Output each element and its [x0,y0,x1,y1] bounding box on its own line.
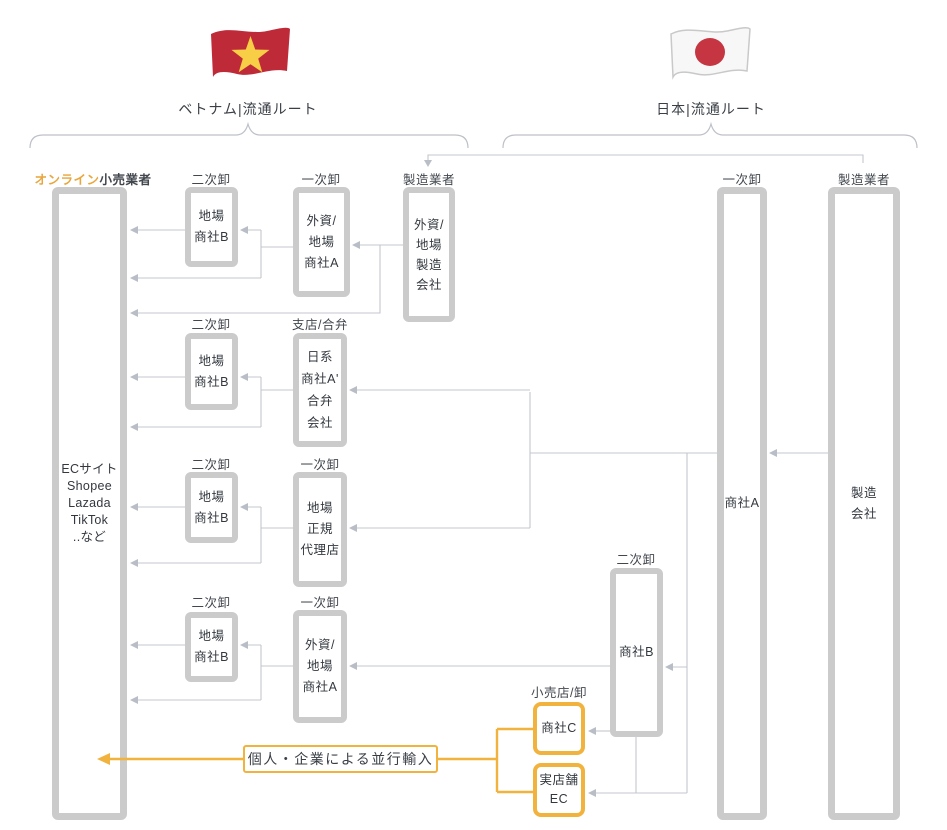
box-vn-foreign-local-manufacturer: 外資/ 地場 製造 会社 [403,187,455,322]
header-vn-g1-secondary: 二次卸 [191,173,231,187]
japan-route-title: 日本|流通ルート [656,101,766,117]
vietnam-flag-icon [211,27,290,77]
box-jp-store-ec: 実店舗 EC [533,763,585,817]
header-jp-primary: 一次卸 [722,173,762,187]
box-vn-foreign-local-shosha-a2: 外資/ 地場 商社A [293,610,347,723]
header-vn-g2-secondary: 二次卸 [191,318,231,332]
header-vn-g4-primary: 一次卸 [300,596,340,610]
header-vn-g1-primary: 一次卸 [301,173,341,187]
box-jp-shosha-c: 商社C [533,702,585,755]
header-vn-manufacturer: 製造業者 [402,173,456,187]
box-vn-local-shosha-b2: 地場 商社B [185,333,238,410]
arrow-jp-manufacturer-to-vn-manufacturer [427,154,864,163]
header-vn-g3-secondary: 二次卸 [191,458,231,472]
header-online-retailer: オンライン小売業者 [34,169,151,188]
vietnam-route-title: ベトナム|流通ルート [178,101,318,117]
box-vn-local-shosha-b1: 地場 商社B [185,187,238,267]
box-vn-foreign-local-shosha-a1: 外資/ 地場 商社A [293,187,350,297]
header-online-part: オンライン [34,173,100,187]
header-vn-g3-primary: 一次卸 [300,458,340,472]
japan-section-brace [502,121,918,149]
parallel-import-label-box: 個人・企業による並行輸入 [243,745,438,773]
box-vn-local-authorized-agent: 地場 正規 代理店 [293,472,347,587]
box-vn-local-shosha-b4: 地場 商社B [185,612,238,682]
header-jp-manufacturer: 製造業者 [837,173,891,187]
header-jp-retail-wholesale: 小売店/卸 [531,686,587,700]
japan-flag-icon [670,27,751,80]
box-jp-shosha-b: 商社B [610,568,663,737]
vietnam-section-brace [29,121,469,149]
box-vn-local-shosha-b3: 地場 商社B [185,472,238,543]
box-vn-nikkei-shosha-a-jv: 日系 商社A' 合弁 会社 [293,333,347,447]
header-vn-g2-primary: 支店/合弁 [292,318,348,332]
header-jp-secondary: 二次卸 [616,553,656,567]
header-retailer-part: 小売業者 [99,173,152,187]
box-ec-online-retailer: ECサイト Shopee Lazada TikTok ..など [52,187,127,820]
line-jp-shosha-a-trunk [529,392,717,528]
box-jp-shosha-a: 商社A [717,187,767,820]
box-jp-manufacturer: 製造 会社 [828,187,900,820]
line-yellow-bracket-shosha-c-store-ec [438,727,533,794]
header-vn-g4-secondary: 二次卸 [191,596,231,610]
